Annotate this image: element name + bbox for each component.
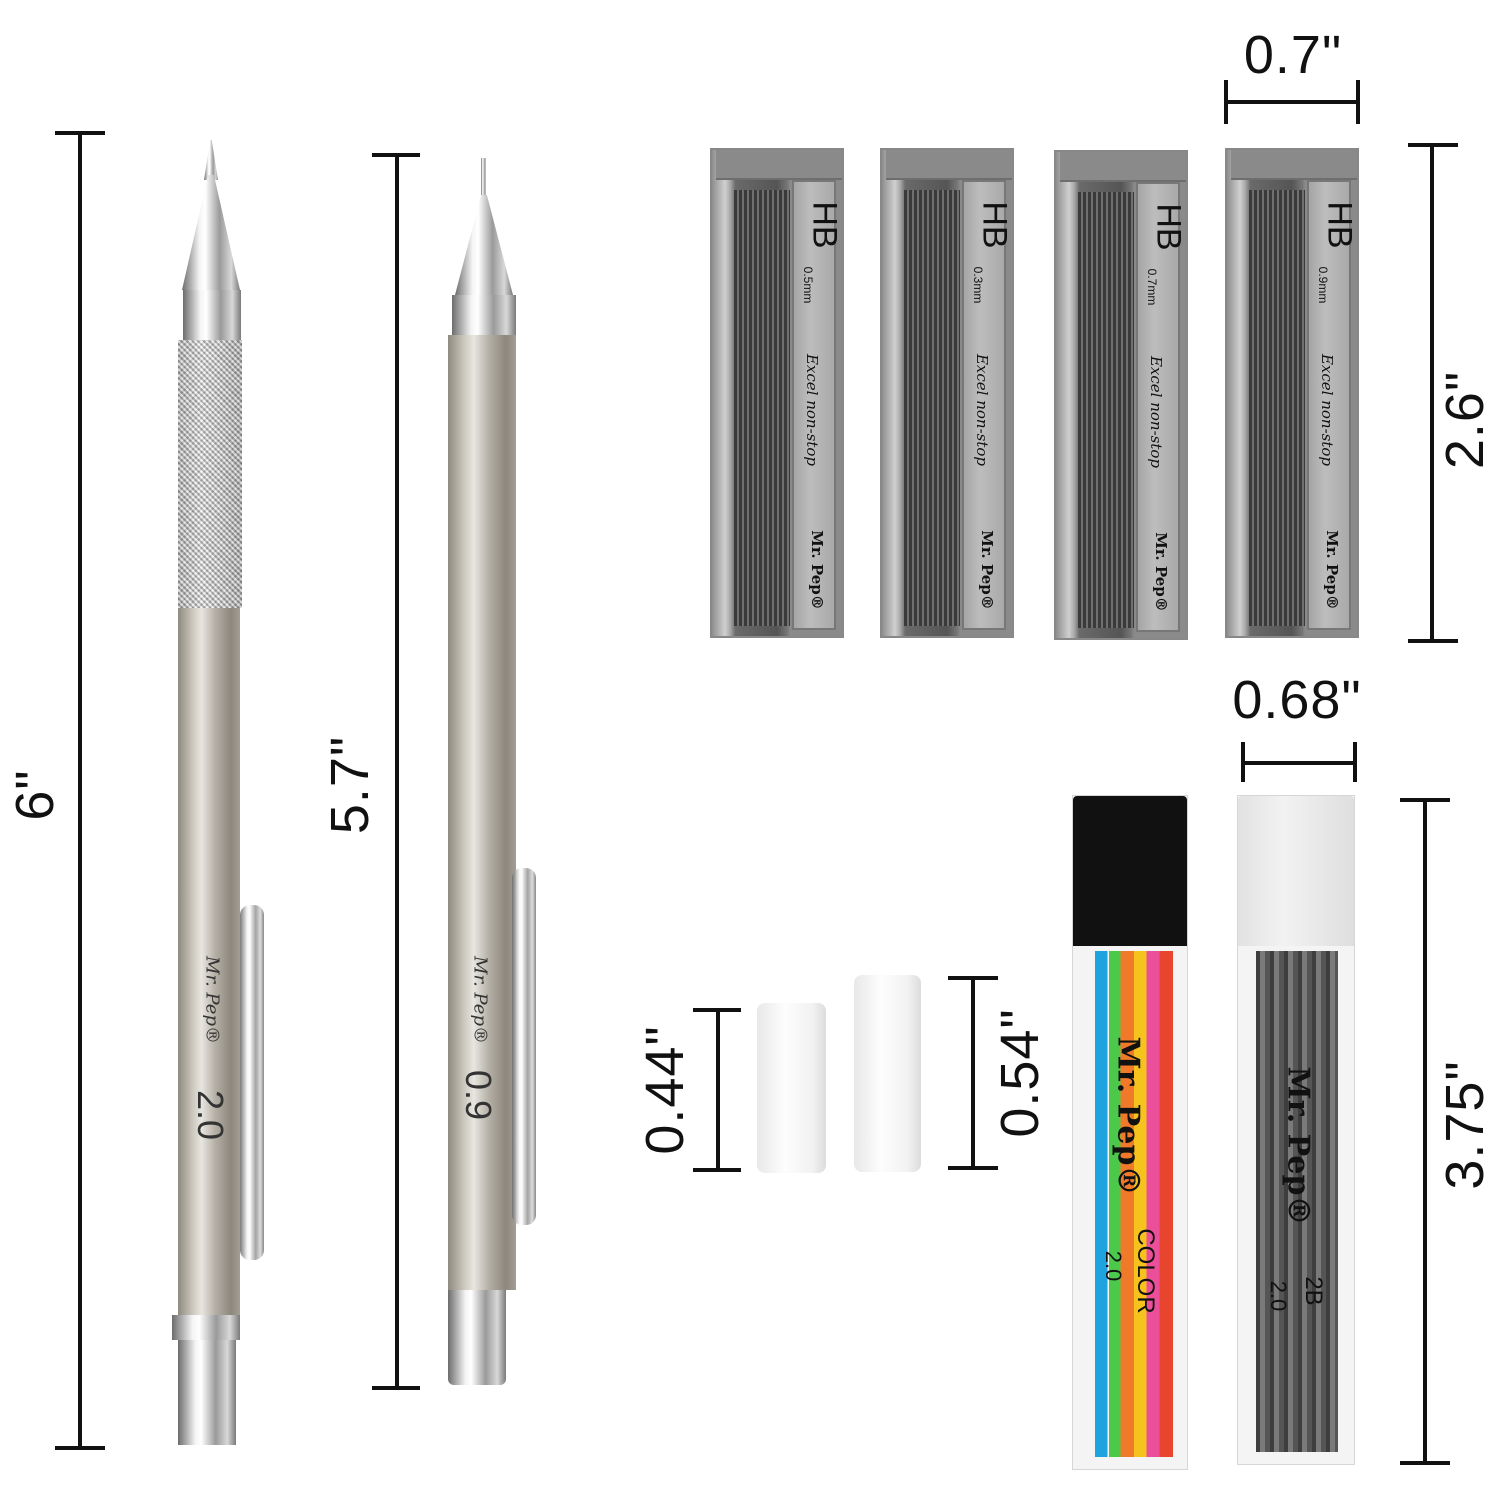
dimension-tick <box>1356 80 1360 124</box>
lead-slogan: Excel non-stop <box>803 353 821 467</box>
dimension-tick <box>948 1166 998 1170</box>
dimension-tick <box>693 1008 741 1012</box>
dimension-tick <box>55 131 105 135</box>
pencil-brand-engraving: Mr. Pep® <box>201 956 223 1044</box>
dimension-tick <box>1400 798 1450 802</box>
lead-slogan: Excel non-stop <box>1147 355 1165 469</box>
dimension-label-5-7in: 5.7" <box>320 735 380 835</box>
dimension-label-0-7in: 0.7" <box>1243 25 1343 85</box>
dimension-tick <box>1241 742 1245 782</box>
pencil-size-engraving: 0.9 <box>458 1069 499 1121</box>
lead-case-0-5mm: HB 0.5mm Excel non-stop Mr. Pep® <box>710 148 844 638</box>
tube-size: 2.0 <box>1101 1250 1126 1282</box>
lead-case-0-9mm: HB 0.9mm Excel non-stop Mr. Pep® <box>1225 148 1359 638</box>
dimension-label-2-6in: 2.6" <box>1435 370 1495 470</box>
dimension-label-3-75in: 3.75" <box>1435 1060 1495 1190</box>
eraser-small <box>757 1003 826 1173</box>
brand-logo: Mr. Pep® <box>978 530 996 610</box>
brand-logo: Mr. Pep® <box>808 530 826 610</box>
dimension-line-0-68in <box>1243 761 1357 765</box>
eraser-large <box>854 975 921 1172</box>
color-lead-tube: Mr. Pep® COLOR 2.0 <box>1072 795 1188 1470</box>
lead-grade: HB <box>805 201 844 249</box>
dimension-tick <box>372 1386 420 1390</box>
graphite-lead-tube: Mr. Pep® 2B 2.0 <box>1237 795 1355 1465</box>
brand-logo: Mr. Pep® <box>1280 1066 1316 1226</box>
lead-size: 0.3mm <box>971 266 985 304</box>
tube-type: 2B <box>1300 1276 1327 1306</box>
color-leads <box>1095 951 1173 1457</box>
brand-logo: Mr. Pep® <box>1323 530 1341 610</box>
brand-logo: Mr. Pep® <box>1110 1036 1146 1196</box>
dimension-label-6in: 6" <box>5 769 65 821</box>
dimension-tick <box>372 153 420 157</box>
lead-size: 0.7mm <box>1145 268 1159 306</box>
dimension-line-3-75in <box>1423 800 1427 1463</box>
lead-slogan: Excel non-stop <box>973 353 991 467</box>
dimension-line-6in <box>78 133 82 1449</box>
tube-cap-white <box>1238 796 1354 946</box>
graphite-leads <box>1256 951 1338 1452</box>
tube-type: COLOR <box>1132 1228 1159 1314</box>
lead-grade: HB <box>1149 203 1188 251</box>
lead-grade: HB <box>1320 201 1359 249</box>
dimension-tick <box>693 1168 741 1172</box>
dimension-line-2-6in <box>1430 145 1434 641</box>
dimension-line-0-54in <box>971 978 975 1168</box>
tube-size: 2.0 <box>1266 1280 1291 1312</box>
dimension-label-0-54in: 0.54" <box>990 1008 1050 1138</box>
dimension-line-5-7in <box>395 155 399 1388</box>
dimension-tick <box>1408 143 1458 147</box>
dimension-line-0-44in <box>716 1010 720 1170</box>
dimension-tick <box>948 976 998 980</box>
tube-cap-black <box>1073 796 1187 946</box>
dimension-tick <box>1353 742 1357 782</box>
lead-case-0-3mm: HB 0.3mm Excel non-stop Mr. Pep® <box>880 148 1014 638</box>
dimension-label-0-44in: 0.44" <box>635 1025 695 1155</box>
pencil-brand-engraving: Mr. Pep® <box>469 956 491 1044</box>
pencil-size-engraving: 2.0 <box>190 1089 231 1141</box>
brand-logo: Mr. Pep® <box>1152 532 1170 612</box>
lead-size: 0.5mm <box>801 266 815 304</box>
lead-grade: HB <box>975 201 1014 249</box>
lead-slogan: Excel non-stop <box>1318 353 1336 467</box>
lead-size: 0.9mm <box>1316 266 1330 304</box>
dimension-tick <box>1224 80 1228 124</box>
dimension-line-0-7in <box>1226 100 1360 104</box>
lead-case-0-7mm: HB 0.7mm Excel non-stop Mr. Pep® <box>1054 150 1188 640</box>
dimension-tick <box>55 1446 105 1450</box>
dimension-tick <box>1400 1461 1450 1465</box>
dimension-label-0-68in: 0.68" <box>1232 670 1362 730</box>
dimension-tick <box>1408 639 1458 643</box>
